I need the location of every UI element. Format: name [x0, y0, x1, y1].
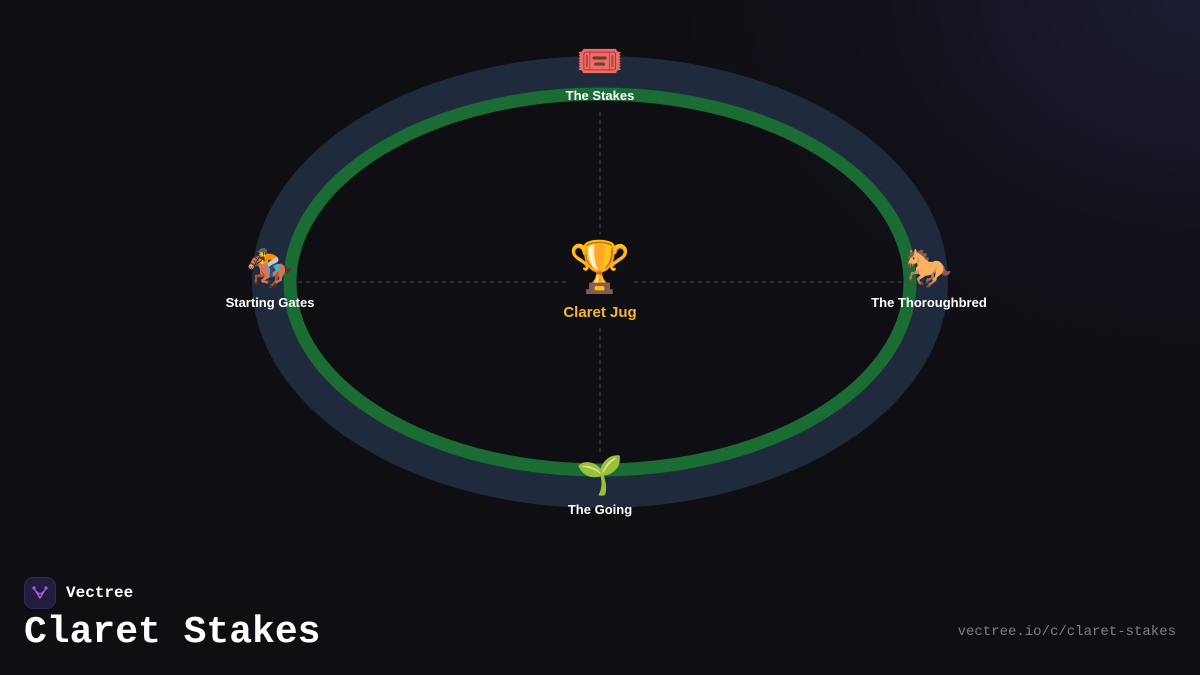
center-node-label: Claret Jug — [563, 304, 637, 321]
node-the-going[interactable]: 🌱 The Going — [568, 452, 632, 517]
ticket-icon: 🎟️ — [576, 39, 624, 83]
horse-racing-icon: 🏇 — [246, 246, 294, 290]
vectree-logo-glyph — [32, 586, 48, 599]
page-title: Claret Stakes — [24, 611, 321, 654]
brand-name: Vectree — [66, 584, 134, 602]
center-node[interactable]: 🏆 Claret Jug — [563, 238, 636, 321]
brand[interactable]: Vectree — [24, 577, 133, 609]
page-url[interactable]: vectree.io/c/claret-stakes — [957, 624, 1176, 640]
seedling-icon: 🌱 — [576, 453, 624, 497]
node-the-thoroughbred[interactable]: 🐎 The Thoroughbred — [871, 245, 987, 310]
node-label: The Going — [567, 502, 633, 517]
node-label: The Thoroughbred — [871, 295, 987, 310]
horse-icon: 🐎 — [905, 246, 953, 290]
node-the-stakes[interactable]: 🎟️ The Stakes — [566, 38, 635, 103]
node-label: Starting Gates — [225, 295, 315, 310]
vectree-logo-icon — [24, 577, 56, 609]
node-label: The Stakes — [565, 88, 635, 103]
trophy-icon: 🏆 — [568, 238, 632, 296]
track-outer-ring — [252, 56, 948, 508]
node-starting-gates[interactable]: 🏇 Starting Gates — [226, 245, 315, 310]
